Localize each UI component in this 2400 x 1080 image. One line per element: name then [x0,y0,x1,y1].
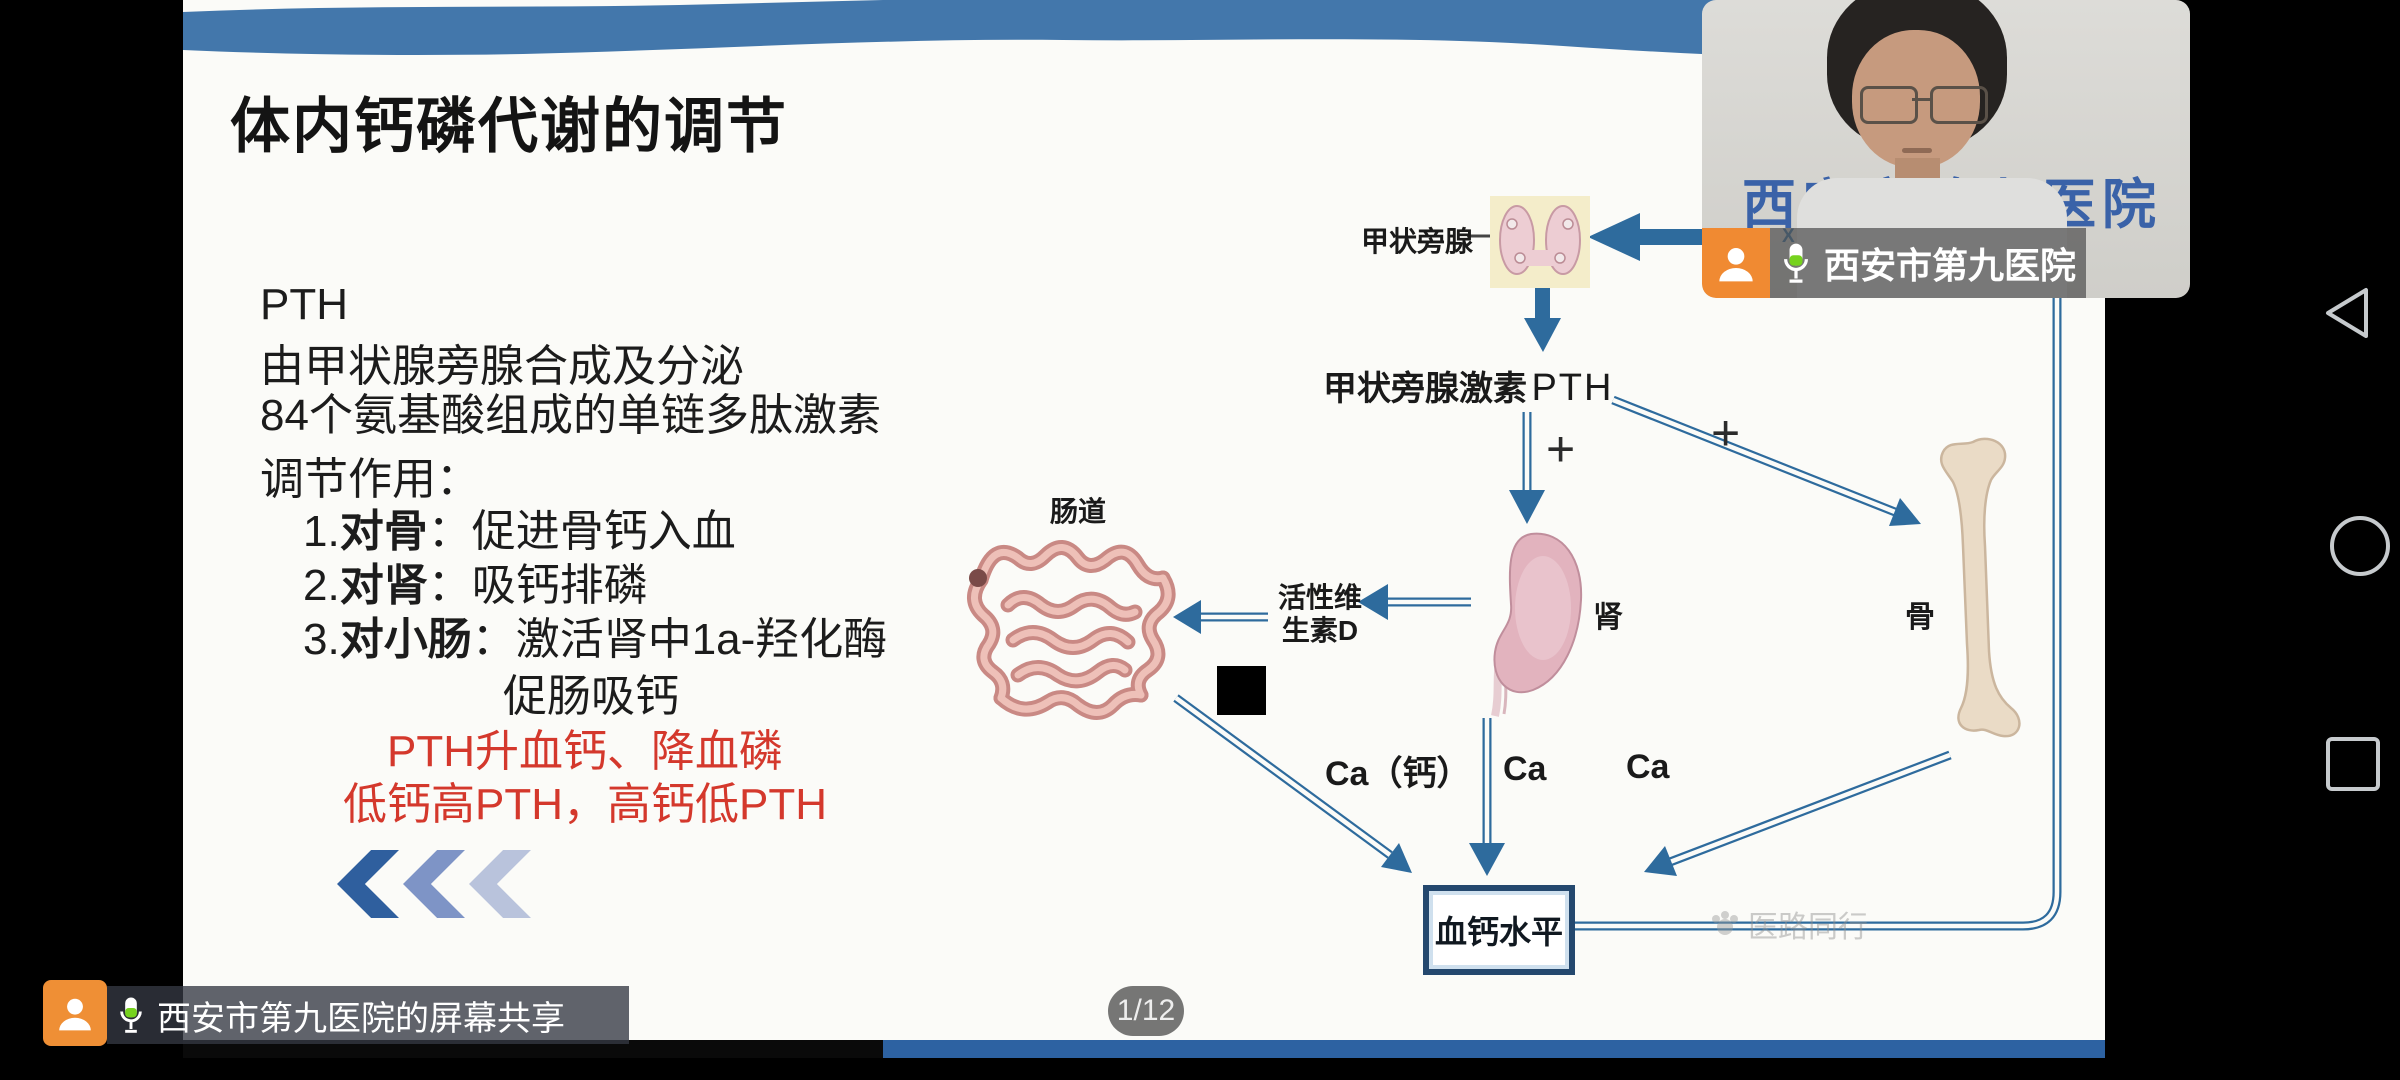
watermark: 医路同行 [1708,902,1868,946]
glasses-icon [1860,86,1918,124]
bottom-strip-blue [883,1040,2105,1058]
page-indicator: 1/12 [1108,986,1184,1036]
share-avatar[interactable] [43,980,107,1046]
nav-home-icon[interactable] [2330,516,2390,576]
webcam-name-bar: 西安市第九医院 [1770,228,2086,298]
black-square [1217,666,1266,715]
glasses-icon [1930,86,1988,124]
mic-icon [1784,243,1808,283]
text-source: 由甲状腺旁腺合成及分泌 [260,342,744,391]
ca-intestine-label: Ca（钙） [1325,755,1471,793]
intestine-image [967,540,1176,720]
webcam-overlay[interactable]: 西安市第九医院 XI'AN NINTH HOSPITAL [1702,0,2190,298]
vitamin-d-label: 活性维 生素D [1278,582,1363,646]
nav-back-icon[interactable] [2320,285,2374,341]
participant-avatar [1702,228,1770,298]
page-title: 体内钙磷代谢的调节 [230,93,788,160]
list-item-intestine-cont: 促肠吸钙 [503,672,679,721]
bone-label: 骨 [1905,601,1935,634]
text-regulation: 调节作用： [260,455,480,504]
text-pth: PTH [260,280,348,329]
blood-calcium-box: 血钙水平 [1423,885,1575,975]
presenter-mouth [1902,148,1932,153]
text-composition: 84个氨基酸组成的单链多肽激素 [260,391,881,440]
red-summary-2: 低钙高PTH，高钙低PTH [343,780,827,829]
parathyroid-label: 甲状旁腺 [1361,226,1474,257]
top-wave-banner [183,0,2105,60]
screen-share-label: 西安市第九医院的屏幕共享 [157,999,565,1038]
list-item-kidney: 2.对肾：吸钙排磷 [303,561,648,610]
bone-image [1939,437,2021,738]
person-icon [1719,248,1753,282]
paw-icon [1712,911,1738,935]
plus-sign-kidney: + [1546,421,1576,477]
ca-bone-label: Ca [1626,748,1670,786]
list-item-intestine: 3.对小肠：激活肾中1a-羟化酶 [303,615,888,664]
webcam-participant-name: 西安市第九医院 [1824,245,2077,286]
person-icon [59,998,91,1031]
nav-recents-icon[interactable] [2326,737,2380,791]
mic-icon [120,997,142,1033]
plus-sign-bone: + [1711,405,1741,461]
list-item-bone: 1.对骨：促进骨钙入血 [303,507,736,556]
ca-kidney-label: Ca [1503,750,1547,788]
kidney-image [1491,532,1583,717]
parathyroid-gland-image [1490,196,1590,288]
webcam-name-tag: 西安市第九医院 [1702,228,2086,298]
kidney-label: 肾 [1593,601,1623,634]
pth-hormone-label: 甲状旁腺激素 PTH [1323,367,1614,409]
glasses-bridge [1912,98,1930,101]
red-summary-1: PTH升血钙、降血磷 [387,727,783,776]
screen-share-bar: 西安市第九医院的屏幕共享 [107,986,629,1044]
intestine-label: 肠道 [1050,496,1107,527]
bottom-strip-dark [183,1040,883,1058]
